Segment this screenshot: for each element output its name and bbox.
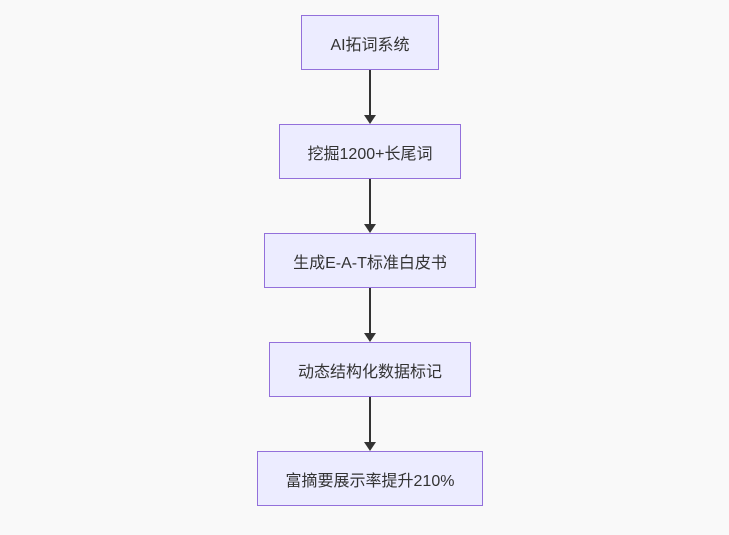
edge-line — [369, 288, 371, 333]
flowchart-node-step-4: 动态结构化数据标记 — [268, 342, 471, 397]
node-label: 动态结构化数据标记 — [297, 363, 442, 381]
flowchart-edge-4-5 — [364, 397, 376, 451]
flowchart-node-step-5: 富摘要展示率提升210% — [256, 451, 484, 506]
arrowhead-down-icon — [364, 333, 376, 342]
flowchart-node-step-3: 生成E-A-T标准白皮书 — [264, 233, 476, 288]
node-label: AI拓词系统 — [330, 36, 410, 54]
flowchart-edge-2-3 — [364, 179, 376, 233]
flowchart-node-step-1: AI拓词系统 — [301, 15, 439, 70]
edge-line — [369, 179, 371, 224]
flowchart-node-step-2: 挖掘1200+长尾词 — [278, 124, 462, 179]
node-label: 富摘要展示率提升210% — [285, 472, 455, 490]
edge-line — [369, 397, 371, 442]
arrowhead-down-icon — [364, 224, 376, 233]
node-label: 生成E-A-T标准白皮书 — [293, 254, 447, 272]
edge-line — [369, 70, 371, 115]
arrowhead-down-icon — [364, 115, 376, 124]
flowchart-edge-1-2 — [364, 70, 376, 124]
node-label: 挖掘1200+长尾词 — [307, 145, 433, 163]
arrowhead-down-icon — [364, 442, 376, 451]
flowchart: AI拓词系统 挖掘1200+长尾词 生成E-A-T标准白皮书 动态结构化数据标记 — [0, 15, 729, 506]
flowchart-edge-3-4 — [364, 288, 376, 342]
